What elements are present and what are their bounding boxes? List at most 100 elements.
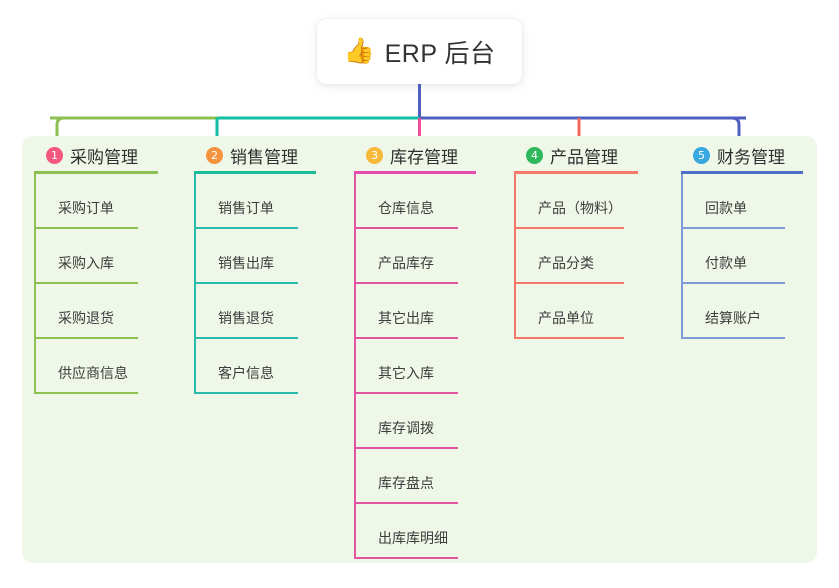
leaf-item[interactable]: 其它入库 bbox=[354, 339, 514, 394]
leaf-item-underline bbox=[194, 282, 298, 284]
leaf-item-underline bbox=[354, 502, 458, 504]
leaf-item-underline bbox=[194, 392, 298, 394]
leaf-item[interactable]: 产品单位 bbox=[514, 284, 674, 339]
leaf-item[interactable]: 供应商信息 bbox=[34, 339, 194, 394]
leaf-item-underline bbox=[354, 227, 458, 229]
leaf-item-underline bbox=[681, 227, 785, 229]
leaf-item-label: 销售订单 bbox=[218, 199, 274, 216]
branch-number-badge: 2 bbox=[206, 146, 223, 164]
leaf-item-label: 出库库明细 bbox=[378, 529, 448, 546]
leaf-item-label: 库存调拨 bbox=[378, 419, 434, 436]
branches-panel bbox=[22, 136, 817, 563]
branch-title: 财务管理 bbox=[717, 147, 785, 167]
leaf-item-underline bbox=[514, 337, 624, 339]
branch-column-3: 3 库存管理仓库信息产品库存其它出库其它入库库存调拨库存盘点出库库明细 bbox=[354, 136, 514, 559]
branch-underline bbox=[34, 171, 158, 174]
leaf-item-underline bbox=[354, 557, 458, 559]
branch-items: 采购订单采购入库采购退货供应商信息 bbox=[34, 174, 194, 394]
leaf-item[interactable]: 仓库信息 bbox=[354, 174, 514, 229]
branch-spine bbox=[34, 174, 36, 394]
leaf-item-underline bbox=[681, 337, 785, 339]
leaf-item[interactable]: 产品库存 bbox=[354, 229, 514, 284]
branch-items: 回款单付款单结算账户 bbox=[681, 174, 839, 339]
leaf-item-label: 其它入库 bbox=[378, 364, 434, 381]
branch-column-2: 2 销售管理销售订单销售出库销售退货客户信息 bbox=[194, 136, 354, 394]
branch-spine bbox=[194, 174, 196, 394]
branch-items: 产品（物料） 产品分类产品单位 bbox=[514, 174, 674, 339]
leaf-item[interactable]: 付款单 bbox=[681, 229, 839, 284]
leaf-item[interactable]: 采购入库 bbox=[34, 229, 194, 284]
branch-items: 销售订单销售出库销售退货客户信息 bbox=[194, 174, 354, 394]
branch-underline bbox=[194, 171, 316, 174]
leaf-item-label: 库存盘点 bbox=[378, 474, 434, 491]
branch-header-4[interactable]: 4 产品管理 bbox=[514, 136, 674, 174]
branch-underline bbox=[354, 171, 476, 174]
leaf-item-underline bbox=[194, 337, 298, 339]
branch-items: 仓库信息产品库存其它出库其它入库库存调拨库存盘点出库库明细 bbox=[354, 174, 514, 559]
branch-spine bbox=[514, 174, 516, 339]
branch-underline bbox=[514, 171, 638, 174]
leaf-item-label: 仓库信息 bbox=[378, 199, 434, 216]
thumbs-up-icon: 👍 bbox=[343, 37, 375, 65]
branch-columns: 1 采购管理采购订单采购入库采购退货供应商信息 2 销售管理销售订单销售出库销售退货客… bbox=[22, 136, 817, 563]
leaf-item-underline bbox=[681, 282, 785, 284]
leaf-item[interactable]: 回款单 bbox=[681, 174, 839, 229]
root-node-card[interactable]: 👍 ERP 后台 bbox=[317, 19, 522, 84]
branch-number-badge: 4 bbox=[526, 146, 543, 164]
leaf-item-label: 销售退货 bbox=[218, 309, 274, 326]
root-node-title: ERP 后台 bbox=[384, 39, 496, 68]
branch-column-1: 1 采购管理采购订单采购入库采购退货供应商信息 bbox=[34, 136, 194, 394]
branch-title: 销售管理 bbox=[230, 147, 298, 167]
leaf-item-label: 销售出库 bbox=[218, 254, 274, 271]
branch-column-5: 5 财务管理回款单付款单结算账户 bbox=[681, 136, 839, 339]
leaf-item-underline bbox=[354, 282, 458, 284]
leaf-item[interactable]: 产品（物料） bbox=[514, 174, 674, 229]
leaf-item-underline bbox=[354, 447, 458, 449]
branch-header-2[interactable]: 2 销售管理 bbox=[194, 136, 354, 174]
leaf-item[interactable]: 采购订单 bbox=[34, 174, 194, 229]
leaf-item-underline bbox=[354, 392, 458, 394]
leaf-item-label: 产品库存 bbox=[378, 254, 434, 271]
branch-header-1[interactable]: 1 采购管理 bbox=[34, 136, 194, 174]
branch-underline bbox=[681, 171, 803, 174]
branch-title: 采购管理 bbox=[70, 147, 138, 167]
branch-number-badge: 1 bbox=[46, 146, 63, 164]
leaf-item[interactable]: 其它出库 bbox=[354, 284, 514, 339]
branch-column-4: 4 产品管理产品（物料） 产品分类产品单位 bbox=[514, 136, 674, 339]
leaf-item-label: 产品分类 bbox=[538, 254, 594, 271]
leaf-item[interactable]: 产品分类 bbox=[514, 229, 674, 284]
leaf-item-label: 采购退货 bbox=[58, 309, 114, 326]
leaf-item-underline bbox=[34, 337, 138, 339]
leaf-item-label: 付款单 bbox=[705, 254, 747, 271]
branch-title: 库存管理 bbox=[390, 147, 458, 167]
leaf-item-label: 产品单位 bbox=[538, 309, 594, 326]
branch-title: 产品管理 bbox=[550, 147, 618, 167]
leaf-item-underline bbox=[514, 227, 624, 229]
branch-spine bbox=[354, 174, 356, 559]
leaf-item-underline bbox=[34, 227, 138, 229]
leaf-item[interactable]: 销售退货 bbox=[194, 284, 354, 339]
leaf-item[interactable]: 库存盘点 bbox=[354, 449, 514, 504]
leaf-item[interactable]: 库存调拨 bbox=[354, 394, 514, 449]
leaf-item[interactable]: 出库库明细 bbox=[354, 504, 514, 559]
leaf-item[interactable]: 结算账户 bbox=[681, 284, 839, 339]
leaf-item-underline bbox=[514, 282, 624, 284]
branch-header-5[interactable]: 5 财务管理 bbox=[681, 136, 839, 174]
branch-number-badge: 3 bbox=[366, 146, 383, 164]
branch-header-3[interactable]: 3 库存管理 bbox=[354, 136, 514, 174]
leaf-item[interactable]: 销售订单 bbox=[194, 174, 354, 229]
leaf-item-label: 产品（物料） bbox=[538, 199, 622, 216]
branch-spine bbox=[681, 174, 683, 339]
leaf-item-label: 其它出库 bbox=[378, 309, 434, 326]
leaf-item[interactable]: 采购退货 bbox=[34, 284, 194, 339]
leaf-item-underline bbox=[194, 227, 298, 229]
leaf-item[interactable]: 客户信息 bbox=[194, 339, 354, 394]
leaf-item-label: 采购订单 bbox=[58, 199, 114, 216]
leaf-item[interactable]: 销售出库 bbox=[194, 229, 354, 284]
branch-number-badge: 5 bbox=[693, 146, 710, 164]
leaf-item-label: 结算账户 bbox=[705, 309, 761, 326]
leaf-item-underline bbox=[354, 337, 458, 339]
leaf-item-underline bbox=[34, 282, 138, 284]
leaf-item-label: 客户信息 bbox=[218, 364, 274, 381]
